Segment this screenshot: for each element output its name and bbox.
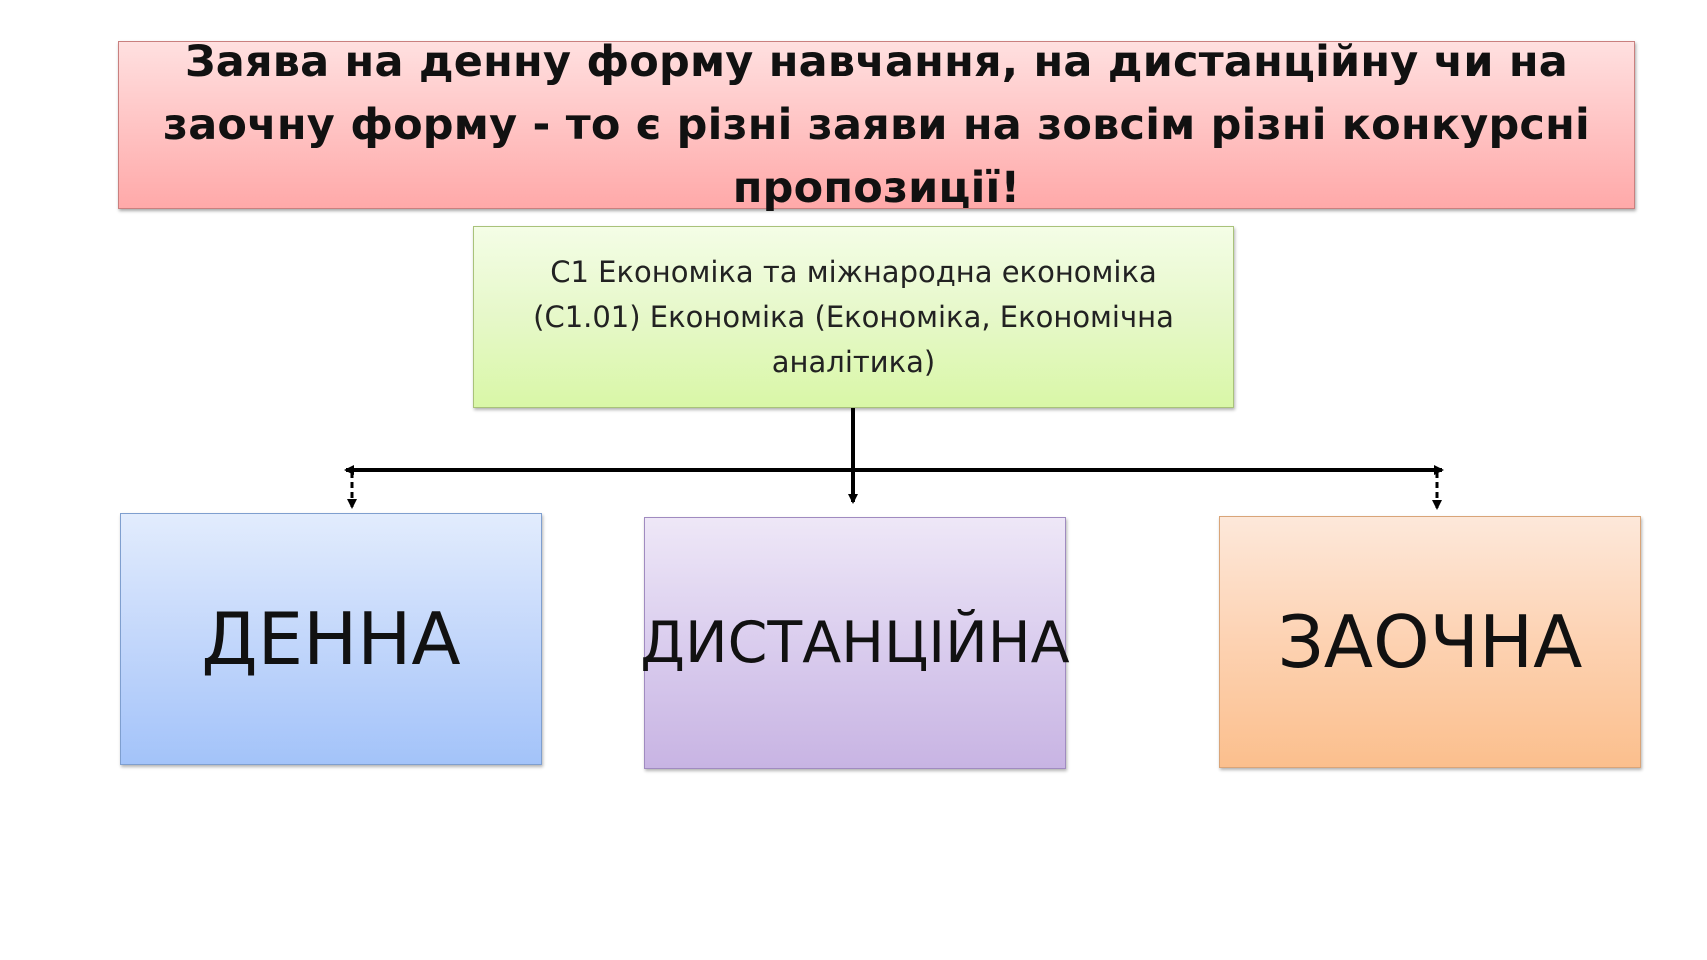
form-box-distance: ДИСТАНЦІЙНА bbox=[640, 517, 1070, 769]
banner-text: Заява на денну форму навчання, на дистан… bbox=[163, 36, 1590, 213]
form-label-distance: ДИСТАНЦІЙНА bbox=[640, 610, 1070, 676]
form-box-full-time: ДЕННА bbox=[120, 513, 542, 765]
warning-banner: Заява на денну форму навчання, на дистан… bbox=[118, 37, 1635, 213]
form-label-part-time: ЗАОЧНА bbox=[1277, 600, 1583, 684]
form-box-part-time: ЗАОЧНА bbox=[1219, 516, 1641, 768]
specialty-box: С1 Економіка та міжнародна економіка (С1… bbox=[473, 226, 1234, 408]
form-label-full-time: ДЕННА bbox=[201, 597, 461, 681]
specialty-text: С1 Економіка та міжнародна економіка (С1… bbox=[533, 254, 1174, 379]
